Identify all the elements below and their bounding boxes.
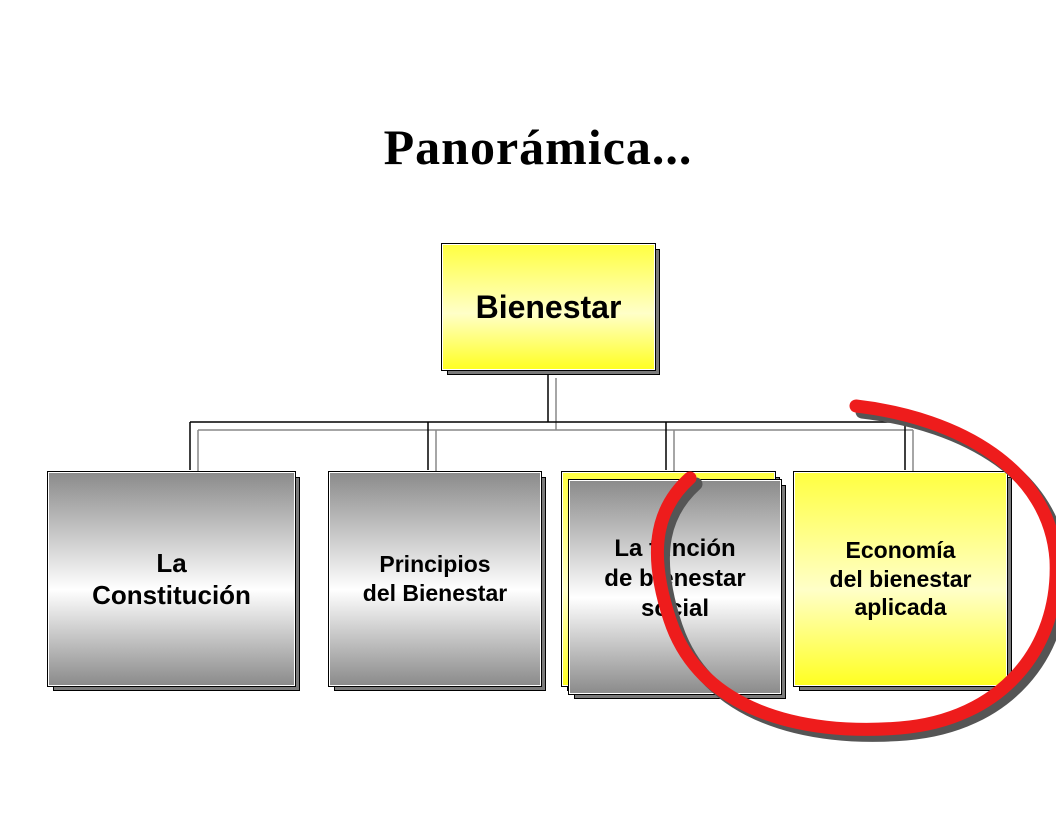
node-la-funcion-de-bienestar-social: La función de bienestar social <box>568 479 786 699</box>
node-label: Economía del bienestar aplicada <box>829 536 972 621</box>
root-node-label: Bienestar <box>475 289 622 325</box>
page-title: Panorámica... <box>383 119 693 175</box>
node-principios-del-bienestar: Principios del Bienestar <box>328 471 546 691</box>
node-label: Principios del Bienestar <box>362 551 508 606</box>
node-economia-del-bienestar-aplicada: Economía del bienestar aplicada <box>793 471 1012 691</box>
node-label: La Constitución <box>92 547 251 611</box>
